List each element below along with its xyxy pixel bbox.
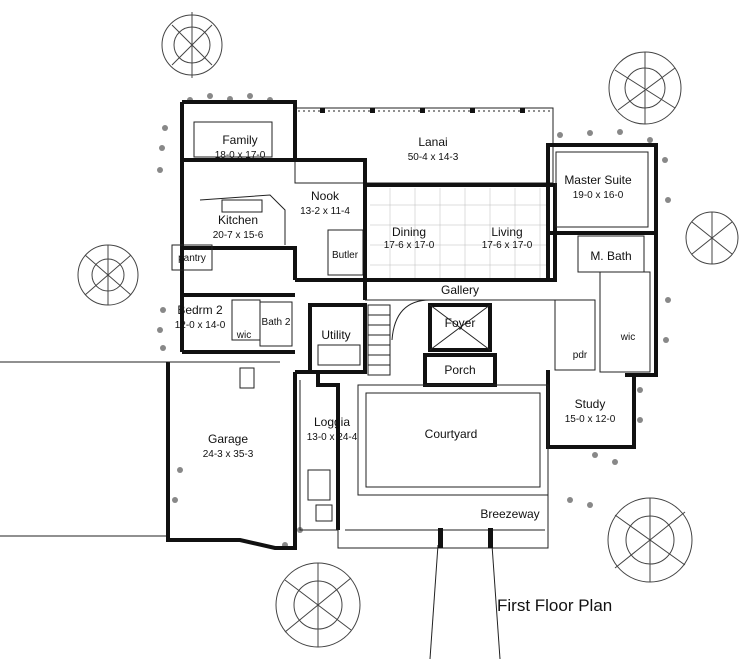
dining-living-tile-grid (370, 188, 550, 278)
room-name-family: Family (222, 133, 257, 147)
minor-labels: pantry Butler Gallery M. Bath Bath 2 wic… (178, 249, 635, 521)
room-dims-lanai: 50-4 x 14-3 (408, 152, 459, 163)
room-name-dining: Dining (392, 225, 426, 239)
tree-top-right (608, 51, 682, 125)
label-wic-right: wic (620, 332, 635, 343)
room-dims-nook: 13-2 x 11-4 (300, 206, 350, 217)
walls (166, 100, 658, 550)
label-utility: Utility (321, 328, 350, 342)
room-dims-study: 15-0 x 12-0 (565, 414, 616, 425)
room-name-living: Living (491, 225, 522, 239)
tree-right-mid (685, 211, 739, 265)
stair (367, 299, 431, 376)
room-name-bedrm-2: Bedrm 2 (177, 303, 223, 317)
label-courtyard: Courtyard (425, 427, 478, 441)
label-butler: Butler (332, 250, 359, 261)
tree-left-mid (77, 244, 139, 306)
label-wic-left: wic (236, 330, 251, 341)
room-name-kitchen: Kitchen (218, 213, 258, 227)
room-dims-loggia: 13-0 x 24-4 (307, 432, 358, 443)
room-dims-living: 17-6 x 17-0 (482, 240, 533, 251)
room-labels: Family 18-0 x 17-0 Lanai 50-4 x 14-3 Mas… (175, 133, 632, 460)
room-name-garage: Garage (208, 432, 248, 446)
room-dims-family: 18-0 x 17-0 (215, 150, 266, 161)
room-dims-kitchen: 20-7 x 15-6 (213, 230, 264, 241)
room-name-master-suite: Master Suite (564, 173, 632, 187)
label-master-bath: M. Bath (590, 249, 631, 263)
plan-title: First Floor Plan (497, 596, 612, 615)
label-bath-2: Bath 2 (262, 317, 291, 328)
room-name-nook: Nook (311, 189, 340, 203)
label-pantry: pantry (178, 253, 206, 264)
room-dims-dining: 17-6 x 17-0 (384, 240, 435, 251)
room-name-loggia: Loggia (314, 415, 350, 429)
label-gallery: Gallery (441, 283, 479, 297)
label-pdr: pdr (573, 350, 588, 361)
tree-top-center (161, 12, 223, 78)
room-dims-garage: 24-3 x 35-3 (203, 449, 254, 460)
driveway (0, 361, 501, 659)
label-foyer: Foyer (445, 316, 476, 330)
room-name-lanai: Lanai (418, 135, 447, 149)
room-dims-master-suite: 19-0 x 16-0 (573, 190, 624, 201)
tree-bottom-left (275, 562, 361, 648)
tree-bottom-right (607, 497, 693, 583)
room-dims-bedrm-2: 12-0 x 14-0 (175, 320, 226, 331)
landscaping (77, 12, 739, 648)
label-breezeway: Breezeway (480, 507, 539, 521)
label-porch: Porch (444, 363, 475, 377)
room-name-study: Study (575, 397, 606, 411)
